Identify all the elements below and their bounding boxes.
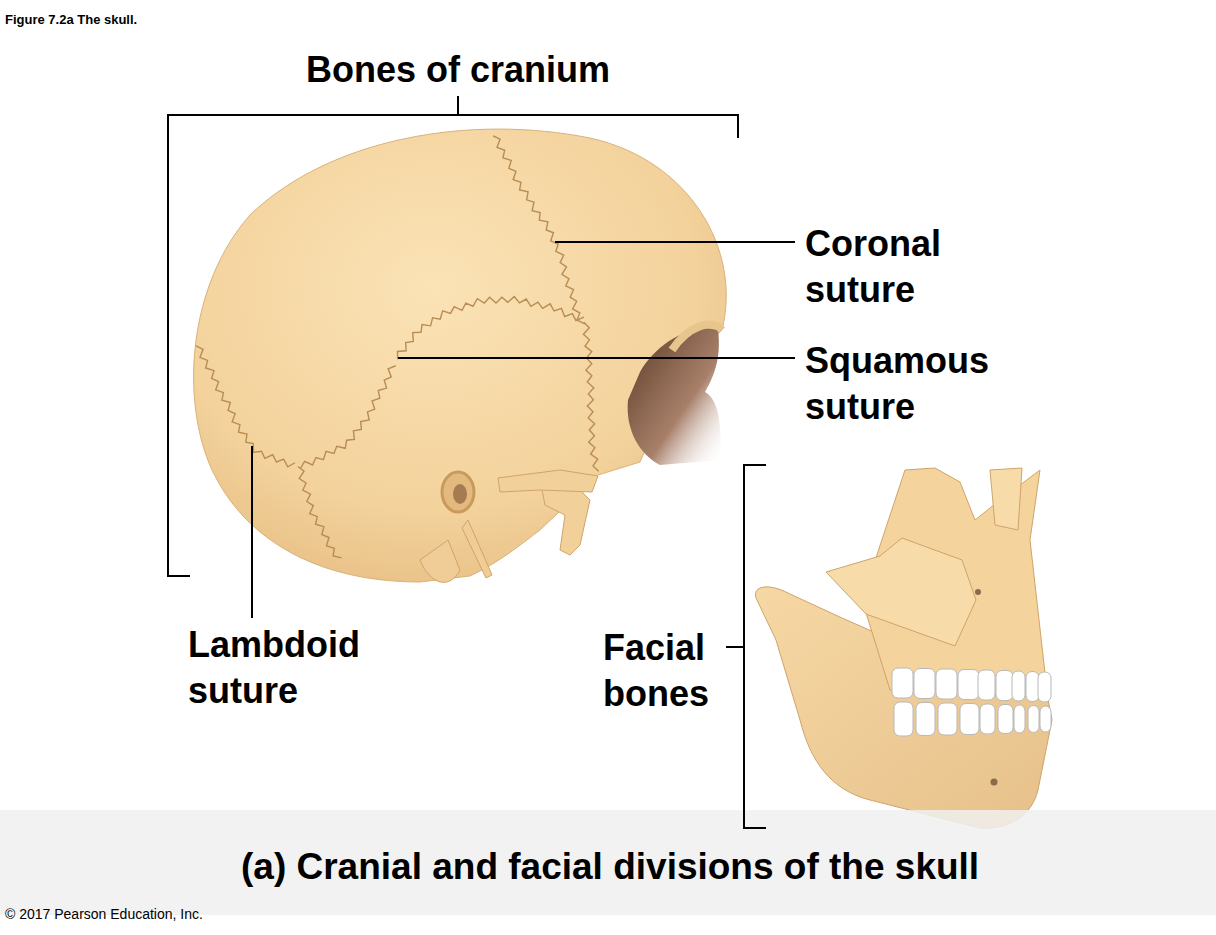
foramen bbox=[975, 589, 981, 595]
suture-line bbox=[301, 366, 396, 468]
tooth bbox=[894, 702, 913, 736]
suture-line bbox=[493, 136, 585, 324]
tooth bbox=[1028, 706, 1039, 733]
group-label: Facial bones bbox=[603, 625, 721, 717]
leader-line bbox=[726, 646, 744, 648]
zygomatic-bone bbox=[826, 538, 976, 646]
tooth bbox=[958, 670, 979, 700]
ear-canal bbox=[453, 484, 467, 504]
leader-line bbox=[398, 357, 795, 359]
tooth bbox=[916, 703, 935, 736]
cranium-bracket bbox=[168, 96, 738, 576]
tooth bbox=[892, 668, 913, 698]
styloid-process bbox=[462, 520, 492, 578]
tooth bbox=[996, 671, 1013, 701]
tooth bbox=[980, 704, 995, 734]
leader-line bbox=[555, 241, 795, 243]
brackets bbox=[168, 96, 795, 828]
tooth bbox=[1038, 672, 1051, 702]
nasal-bone bbox=[990, 468, 1022, 530]
ear-opening bbox=[442, 472, 474, 512]
suture-label: Squamous suture bbox=[805, 338, 1045, 430]
group-label: Bones of cranium bbox=[306, 47, 610, 93]
tooth bbox=[1012, 671, 1025, 701]
overlay-band bbox=[0, 810, 1216, 915]
figure-title: Figure 7.2a The skull. bbox=[5, 12, 137, 27]
suture-line bbox=[397, 297, 584, 360]
sutures bbox=[196, 136, 599, 558]
suture-line bbox=[196, 346, 295, 467]
tooth bbox=[1040, 706, 1051, 732]
tooth bbox=[936, 669, 957, 699]
suture-label: Lambdoid suture bbox=[188, 622, 428, 714]
tooth bbox=[960, 704, 979, 735]
suture-line bbox=[298, 466, 342, 557]
cranium bbox=[194, 129, 727, 582]
tooth bbox=[1014, 705, 1025, 733]
tooth bbox=[938, 703, 957, 735]
tooth bbox=[978, 670, 995, 700]
tooth bbox=[998, 705, 1013, 734]
mental-foramen bbox=[991, 779, 998, 786]
nasal-rim bbox=[672, 324, 722, 350]
mastoid bbox=[420, 540, 460, 582]
tooth bbox=[914, 669, 935, 699]
figure-caption: (a) Cranial and facial divisions of the … bbox=[241, 846, 979, 888]
copyright-note: © 2017 Pearson Education, Inc. bbox=[5, 906, 325, 922]
teeth bbox=[892, 668, 1051, 736]
zygomatic-arch bbox=[498, 470, 598, 492]
suture-line bbox=[583, 322, 598, 471]
suture-label: Coronal suture bbox=[805, 221, 1045, 313]
leader-line bbox=[251, 446, 253, 618]
facial-bracket bbox=[744, 465, 766, 828]
tooth bbox=[1026, 672, 1039, 702]
